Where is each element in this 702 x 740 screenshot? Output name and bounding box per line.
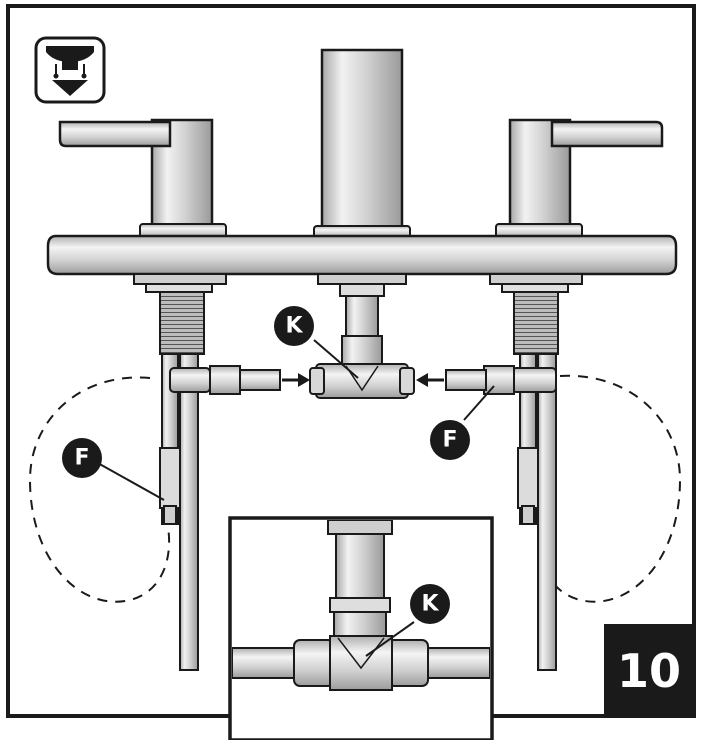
dashed-zone-left	[28, 376, 171, 603]
callout-tee-main-label: K	[285, 314, 303, 339]
supply-tubes	[159, 353, 557, 671]
handle-right	[495, 118, 664, 239]
deck-plate	[46, 234, 678, 276]
insert-arrow-left	[282, 373, 310, 387]
insert-arrow-right	[416, 373, 444, 387]
spout	[313, 48, 411, 239]
callout-fitting-left-label: F	[74, 446, 89, 471]
leader-tee-main	[313, 339, 359, 379]
fitting-left	[169, 365, 281, 395]
tee-fitting	[309, 335, 415, 399]
under-sink-install-icon	[34, 36, 106, 104]
leader-fitting-right	[463, 385, 495, 421]
detail-inset: K	[228, 516, 494, 740]
step-number-badge: 10	[604, 624, 694, 716]
callout-fitting-right-label: F	[442, 428, 457, 453]
spout-stem	[317, 273, 407, 339]
handle-left	[58, 118, 227, 239]
step-number: 10	[617, 644, 681, 698]
callout-fitting-right: F	[430, 420, 470, 460]
callout-fitting-left: F	[62, 438, 102, 478]
shank-right	[489, 273, 583, 355]
callout-tee-main: K	[274, 306, 314, 346]
callout-tee-detail-label: K	[421, 592, 439, 617]
leader-fitting-left	[95, 461, 165, 501]
fitting-right	[445, 365, 557, 395]
